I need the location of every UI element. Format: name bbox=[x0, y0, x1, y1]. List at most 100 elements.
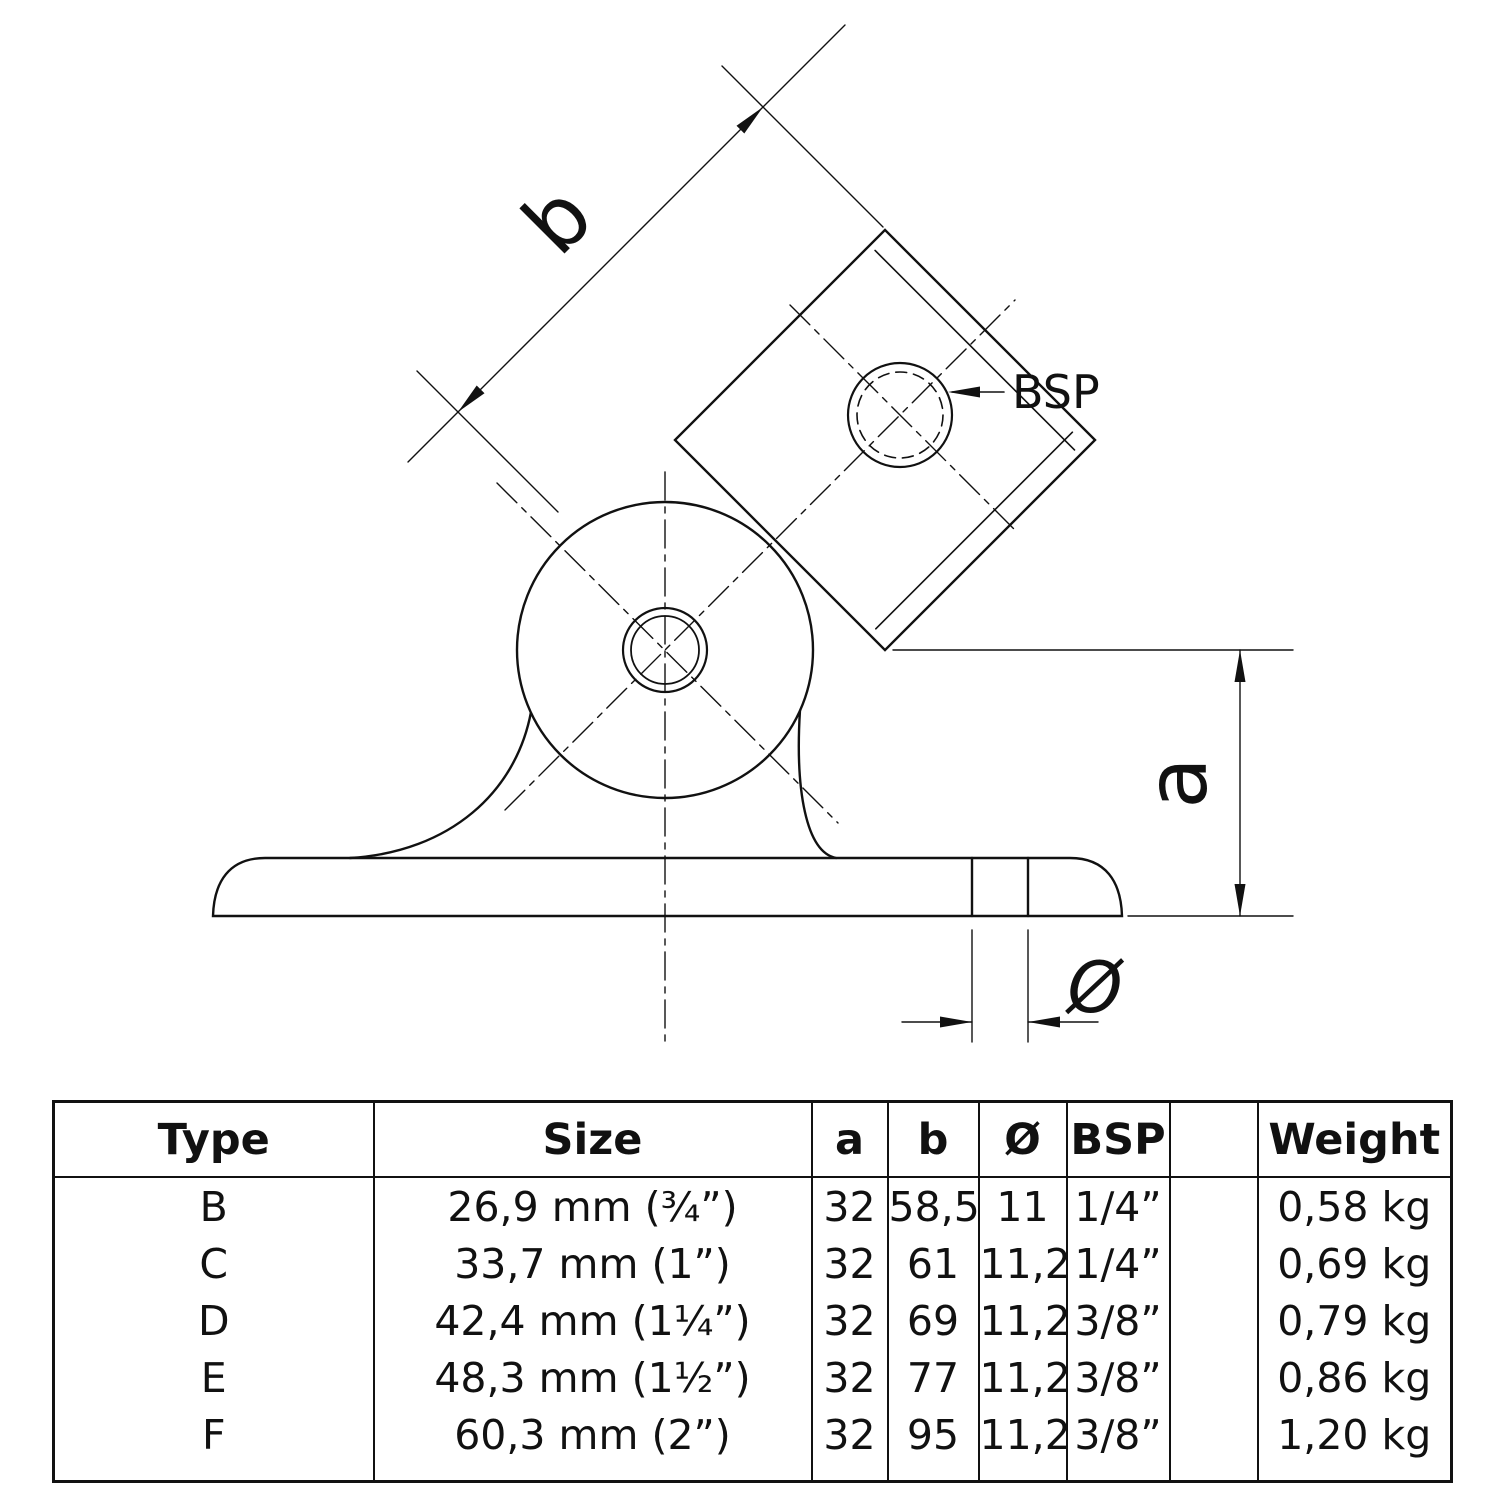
cell-type: D bbox=[52, 1292, 375, 1349]
cell-b: 58,5 bbox=[886, 1177, 980, 1235]
cell-size: 33,7 mm (1”) bbox=[372, 1235, 813, 1292]
cell-bsp: 1/4” bbox=[1065, 1177, 1171, 1235]
cell-type: F bbox=[52, 1406, 375, 1463]
cell-size: 26,9 mm (¾”) bbox=[372, 1177, 813, 1235]
header-diameter: Ø bbox=[977, 1101, 1068, 1178]
spacer-cell bbox=[1168, 1463, 1259, 1482]
sleeve-axis-centerline bbox=[504, 299, 1016, 811]
header-bsp: BSP bbox=[1065, 1101, 1171, 1178]
table-spacer-row bbox=[52, 1463, 1453, 1482]
bsp-leader-arrow bbox=[948, 386, 980, 398]
spec-table-header: Type Size a b Ø BSP Weight bbox=[52, 1101, 1453, 1178]
cell-spare bbox=[1168, 1235, 1259, 1292]
dim-dia-arrow-left bbox=[940, 1016, 972, 1028]
table-row-type-d: D 42,4 mm (1¼”) 32 69 11,2 3/8” 0,79 kg bbox=[52, 1292, 1453, 1349]
cell-diameter: 11,2 bbox=[977, 1349, 1068, 1406]
spec-table: Type Size a b Ø BSP Weight B 26,9 mm (¾”… bbox=[52, 1100, 1453, 1483]
cell-a: 32 bbox=[810, 1349, 889, 1406]
base-flange bbox=[211, 856, 1124, 918]
header-weight: Weight bbox=[1256, 1101, 1453, 1178]
header-spare bbox=[1168, 1101, 1259, 1178]
cell-bsp: 1/4” bbox=[1065, 1235, 1171, 1292]
spacer-cell bbox=[977, 1463, 1068, 1482]
cell-size: 42,4 mm (1¼”) bbox=[372, 1292, 813, 1349]
header-b: b bbox=[886, 1101, 980, 1178]
cell-type: E bbox=[52, 1349, 375, 1406]
sleeve-bore-inner-line bbox=[875, 431, 1074, 630]
flange-outline bbox=[211, 856, 1124, 918]
dim-a-label: a bbox=[1128, 757, 1226, 808]
bsp-hole-outer bbox=[846, 361, 954, 469]
dim-a-arrow-top bbox=[1234, 650, 1246, 682]
cell-spare bbox=[1168, 1349, 1259, 1406]
cell-type: C bbox=[52, 1235, 375, 1292]
dim-b-witness-bottom bbox=[416, 370, 559, 513]
cell-a: 32 bbox=[810, 1177, 889, 1235]
header-size: Size bbox=[372, 1101, 813, 1178]
boss-cross-centerline bbox=[496, 482, 839, 824]
cell-b: 77 bbox=[886, 1349, 980, 1406]
bsp-hole-thread-dashed bbox=[856, 371, 944, 459]
table-row-type-c: C 33,7 mm (1”) 32 61 11,2 1/4” 0,69 kg bbox=[52, 1235, 1453, 1292]
table-row-type-f: F 60,3 mm (2”) 32 95 11,2 3/8” 1,20 kg bbox=[52, 1406, 1453, 1463]
cell-diameter: 11,2 bbox=[977, 1406, 1068, 1463]
cell-b: 95 bbox=[886, 1406, 980, 1463]
spacer-cell bbox=[1256, 1463, 1453, 1482]
centerlines bbox=[496, 299, 1016, 1043]
technical-drawing: b a Ø BSP bbox=[211, 24, 1294, 1043]
spacer-cell bbox=[886, 1463, 980, 1482]
dim-a-arrow-bottom bbox=[1234, 884, 1246, 916]
spacer-cell bbox=[52, 1463, 375, 1482]
cell-bsp: 3/8” bbox=[1065, 1349, 1171, 1406]
spec-table-body: B 26,9 mm (¾”) 32 58,5 11 1/4” 0,58 kg C… bbox=[52, 1177, 1453, 1482]
cell-b: 61 bbox=[886, 1235, 980, 1292]
cell-diameter: 11 bbox=[977, 1177, 1068, 1235]
sleeve-wall-inner-line bbox=[874, 249, 1076, 451]
right-support-rib bbox=[797, 708, 838, 860]
dim-b-overshoot-bottom bbox=[407, 411, 459, 463]
cell-a: 32 bbox=[810, 1235, 889, 1292]
header-a: a bbox=[810, 1101, 889, 1178]
spacer-cell bbox=[1065, 1463, 1171, 1482]
dim-b-overshoot-top bbox=[762, 24, 846, 108]
cell-size: 48,3 mm (1½”) bbox=[372, 1349, 813, 1406]
table-row-type-e: E 48,3 mm (1½”) 32 77 11,2 3/8” 0,86 kg bbox=[52, 1349, 1453, 1406]
cell-bsp: 3/8” bbox=[1065, 1406, 1171, 1463]
sleeve-body bbox=[673, 228, 1097, 652]
dim-dia-label: Ø bbox=[1064, 947, 1124, 1029]
cell-type: B bbox=[52, 1177, 375, 1235]
cell-spare bbox=[1168, 1406, 1259, 1463]
cell-weight: 0,69 kg bbox=[1256, 1235, 1453, 1292]
dimension-a: a bbox=[892, 649, 1294, 917]
bsp-hole-cross-centerline bbox=[789, 304, 1016, 531]
cell-diameter: 11,2 bbox=[977, 1235, 1068, 1292]
cell-weight: 0,79 kg bbox=[1256, 1292, 1453, 1349]
bsp-threaded-hole bbox=[846, 361, 954, 469]
spacer-cell bbox=[372, 1463, 813, 1482]
support-ribs bbox=[348, 708, 838, 860]
dim-b-label: b bbox=[504, 166, 611, 273]
dim-b-line bbox=[457, 106, 764, 413]
left-support-rib bbox=[348, 710, 533, 860]
header-type: Type bbox=[52, 1101, 375, 1178]
cell-weight: 0,86 kg bbox=[1256, 1349, 1453, 1406]
cell-spare bbox=[1168, 1292, 1259, 1349]
cell-b: 69 bbox=[886, 1292, 980, 1349]
bsp-label: BSP bbox=[1012, 365, 1100, 419]
spec-table-container: Type Size a b Ø BSP Weight B 26,9 mm (¾”… bbox=[52, 1100, 1453, 1483]
swivel-sleeve bbox=[673, 228, 1097, 652]
cell-bsp: 3/8” bbox=[1065, 1292, 1171, 1349]
cell-a: 32 bbox=[810, 1406, 889, 1463]
header-row: Type Size a b Ø BSP Weight bbox=[52, 1101, 1453, 1178]
table-row-type-b: B 26,9 mm (¾”) 32 58,5 11 1/4” 0,58 kg bbox=[52, 1177, 1453, 1235]
cell-weight: 1,20 kg bbox=[1256, 1406, 1453, 1463]
dim-b-witness-top bbox=[721, 65, 884, 228]
cell-a: 32 bbox=[810, 1292, 889, 1349]
dimension-diameter: Ø bbox=[901, 929, 1124, 1043]
bsp-callout: BSP bbox=[948, 365, 1100, 419]
dim-b-arrow-top bbox=[736, 107, 763, 134]
spacer-cell bbox=[810, 1463, 889, 1482]
cell-size: 60,3 mm (2”) bbox=[372, 1406, 813, 1463]
dim-b-arrow-bottom bbox=[458, 385, 485, 412]
